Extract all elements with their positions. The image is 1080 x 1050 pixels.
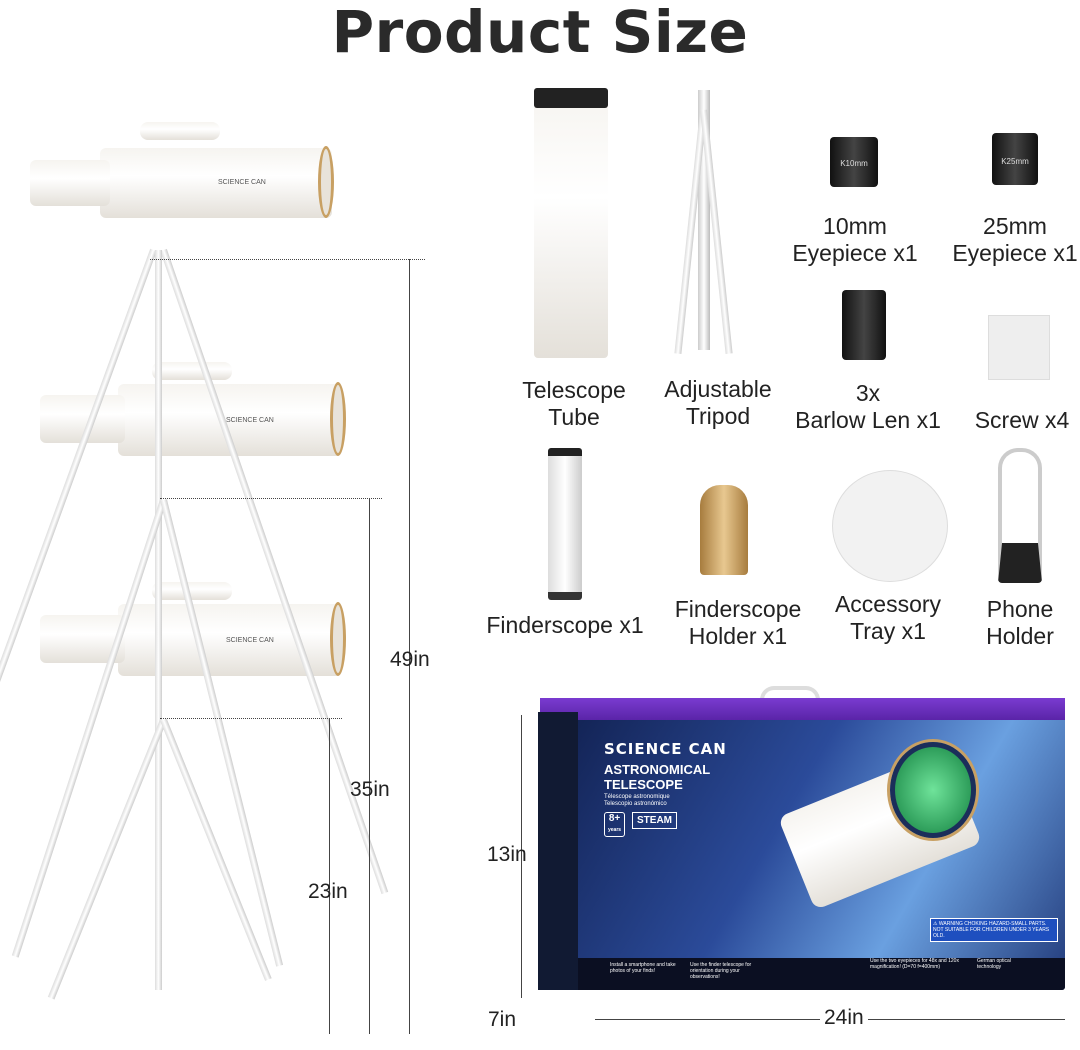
- finder: [140, 122, 220, 140]
- box-telescope-lens: [890, 742, 976, 838]
- box-caption-4: German optical technology: [977, 958, 1011, 970]
- lens-ring: [330, 602, 346, 676]
- finder: [152, 582, 232, 600]
- steam-badge: STEAM: [632, 812, 677, 829]
- item-label-tripod: Adjustable Tripod: [664, 376, 772, 429]
- height-mid-label: 35in: [350, 778, 390, 801]
- box-subtitle-es: Telescopio astronómico: [604, 801, 667, 807]
- dim-line-35: [369, 498, 370, 1034]
- eyepiece-10mm-image: K10mm: [830, 137, 878, 187]
- box-depth-label: 7in: [488, 1008, 517, 1031]
- telescope-tube-top: [100, 148, 332, 218]
- box-side: [538, 712, 578, 990]
- box-brand: SCIENCE CAN: [604, 740, 727, 758]
- screws-image: [988, 315, 1050, 380]
- accessory-tray-image: [832, 470, 948, 582]
- telescope-tube-image: [534, 90, 608, 358]
- dim-line-13: [521, 715, 522, 998]
- eyepiece-marking: K10mm: [840, 159, 868, 168]
- eyepiece-holder: [30, 160, 110, 206]
- lens-ring: [330, 382, 346, 456]
- dim-line-49: [409, 259, 410, 1034]
- brand-label: SCIENCE CAN: [218, 179, 266, 186]
- page-title: Product Size: [331, 0, 749, 66]
- dim-line: [160, 498, 382, 499]
- box-caption-2: Use the finder telescope for orientation…: [690, 962, 752, 980]
- item-label-screws: Screw x4: [974, 407, 1070, 433]
- item-label-finderscope: Finderscope x1: [486, 612, 644, 638]
- item-label-finderscope-holder: Finderscope Holder x1: [674, 596, 802, 649]
- item-label-10mm-eyepiece: 10mm Eyepiece x1: [792, 213, 918, 266]
- age-badge: 8+: [608, 813, 621, 824]
- tube-cap: [534, 88, 608, 108]
- tripod-leg: [47, 718, 167, 1000]
- box-height-label: 13in: [487, 843, 527, 866]
- tripod-leg: [160, 499, 284, 967]
- eyepiece-marking: K25mm: [1001, 157, 1029, 166]
- box-caption-1: Install a smartphone and take photos of …: [610, 962, 676, 974]
- box-title-2: TELESCOPE: [604, 777, 683, 792]
- tripod-leg: [155, 250, 162, 990]
- finderscope-holder-image: [700, 485, 748, 575]
- item-label-accessory-tray: Accessory Tray x1: [834, 591, 942, 644]
- item-label-telescope-tube: Telescope Tube: [522, 377, 626, 430]
- age-unit: years: [608, 827, 622, 833]
- barlow-lens-image: [842, 290, 886, 360]
- dim-line-23: [329, 718, 330, 1034]
- warning-label: ⚠ WARNING CHOKING HAZARD-SMALL PARTS. NO…: [930, 918, 1058, 942]
- box-top: [540, 698, 1065, 720]
- finder: [152, 362, 232, 380]
- item-label-phone-holder: Phone Holder: [986, 596, 1054, 649]
- eyepiece-25mm-image: K25mm: [992, 133, 1038, 185]
- box-subtitle-fr: Télescope astronomique: [604, 794, 670, 800]
- box-caption-3: Use the two eyepieces for 48x and 120x m…: [870, 958, 959, 970]
- phone-holder-image: [998, 448, 1042, 583]
- brand-label: SCIENCE CAN: [226, 417, 274, 424]
- product-box: SCIENCE CAN ASTRONOMICAL TELESCOPE Téles…: [540, 700, 1065, 990]
- finderscope-image: [548, 448, 582, 600]
- brand-label: SCIENCE CAN: [226, 637, 274, 644]
- tripod-leg: [160, 718, 272, 981]
- lens-ring: [318, 146, 334, 218]
- item-label-barlow-lens: 3x Barlow Len x1: [795, 380, 941, 433]
- box-width-label: 24in: [820, 1006, 868, 1030]
- dim-line: [150, 259, 425, 260]
- height-min-label: 23in: [308, 880, 348, 903]
- item-label-25mm-eyepiece: 25mm Eyepiece x1: [952, 213, 1078, 266]
- dim-line: [160, 718, 342, 719]
- box-title-1: ASTRONOMICAL: [604, 762, 711, 777]
- height-max-label: 49in: [390, 648, 430, 671]
